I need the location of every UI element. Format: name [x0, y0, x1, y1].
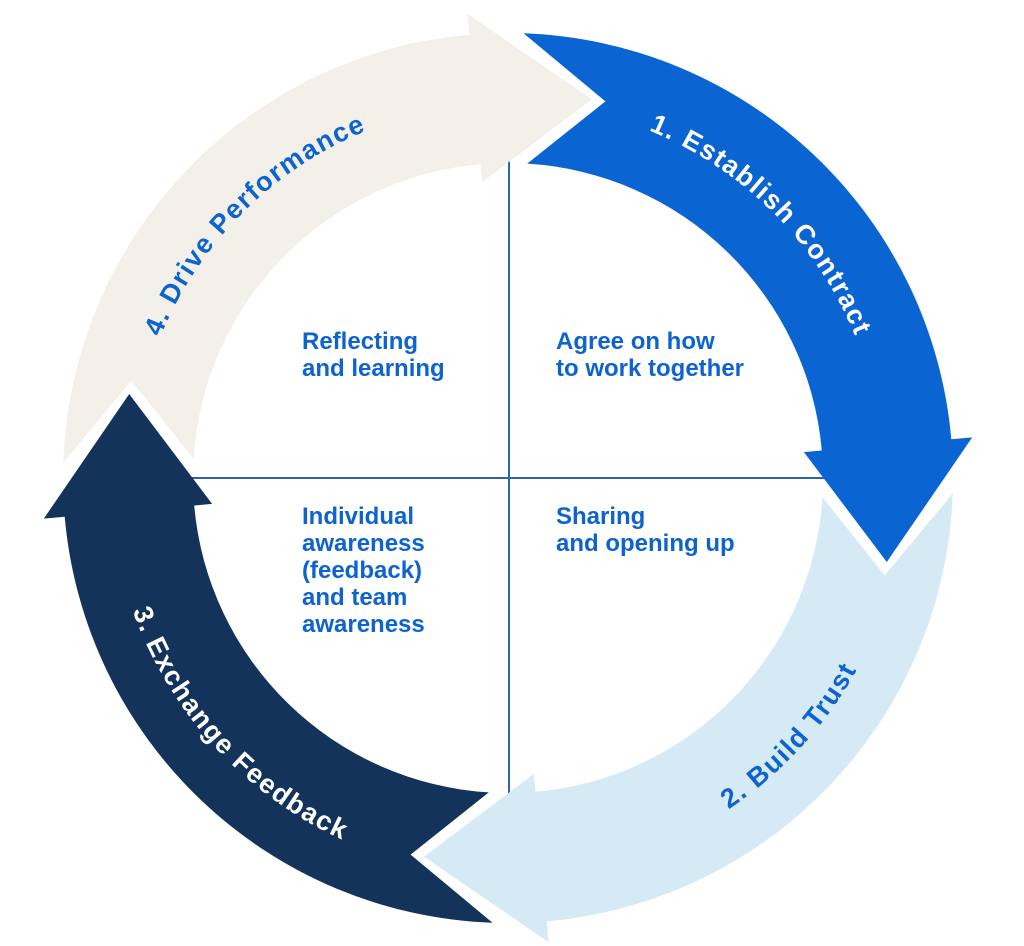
note-line: Individual: [302, 503, 415, 530]
note-line: Sharing: [556, 503, 646, 530]
segment-arc-exchange-feedback: [43, 394, 493, 923]
note-line: Agree on how: [556, 328, 715, 355]
quadrant-note-bottom-right: Sharing and opening up: [556, 503, 735, 557]
note-line: awareness: [302, 530, 425, 557]
segment-arc-drive-performance: [63, 13, 592, 463]
note-line: awareness: [302, 611, 425, 638]
quadrant-note-bottom-left: Individual awareness (feedback) and team…: [302, 503, 425, 638]
quadrant-note-top-right: Agree on how to work together: [556, 328, 744, 382]
note-line: to work together: [556, 355, 745, 382]
note-line: and team: [302, 584, 408, 611]
note-line: and learning: [302, 355, 445, 382]
quadrant-note-top-left: Reflecting and learning: [302, 328, 445, 382]
note-line: and opening up: [556, 530, 735, 557]
segment-arc-build-trust: [424, 493, 953, 943]
note-line: (feedback): [302, 557, 423, 584]
segment-arc-establish-contract: [523, 33, 973, 563]
note-line: Reflecting: [302, 328, 419, 355]
